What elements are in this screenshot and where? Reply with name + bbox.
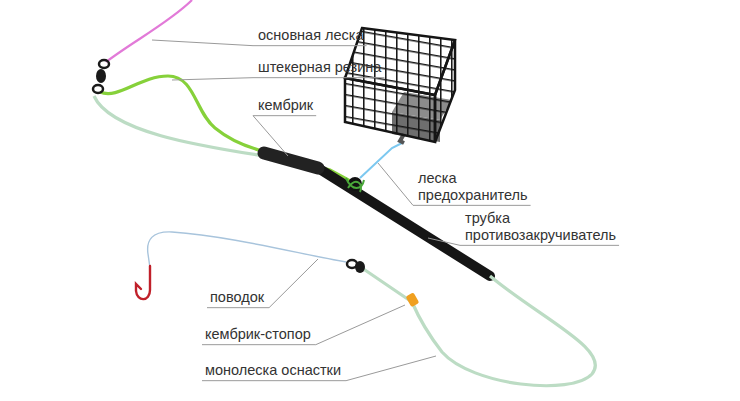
upper-swivel	[93, 60, 109, 93]
rig-monoline-loop	[362, 268, 595, 386]
part-label: монолеска оснастки	[205, 362, 341, 379]
part-label: кембрик-стопор	[205, 326, 311, 343]
stick-rubber	[100, 76, 352, 182]
bead-knot	[346, 177, 364, 192]
leader-line	[202, 356, 436, 381]
leader-line	[207, 259, 318, 308]
stopper	[406, 292, 420, 307]
hook	[136, 266, 150, 299]
safety-line	[360, 142, 404, 178]
kembrik	[264, 153, 318, 168]
main-line	[106, 0, 192, 62]
part-label: основная леска	[258, 27, 364, 44]
lower-swivel	[347, 260, 365, 273]
part-label: штекерная резина	[258, 59, 381, 76]
rig-monoline	[94, 96, 264, 156]
part-label: трубка противозакручиватель	[465, 210, 616, 243]
part-label: леска предохранитель	[418, 170, 528, 203]
leader-line	[202, 305, 405, 345]
part-label: поводок	[210, 289, 264, 306]
leader-line	[378, 163, 531, 205]
hooklink	[148, 232, 346, 268]
part-label: кембрик	[258, 97, 313, 114]
leader-line	[172, 78, 384, 80]
leader-line	[253, 116, 316, 156]
anti-tangle-tube	[318, 168, 490, 276]
